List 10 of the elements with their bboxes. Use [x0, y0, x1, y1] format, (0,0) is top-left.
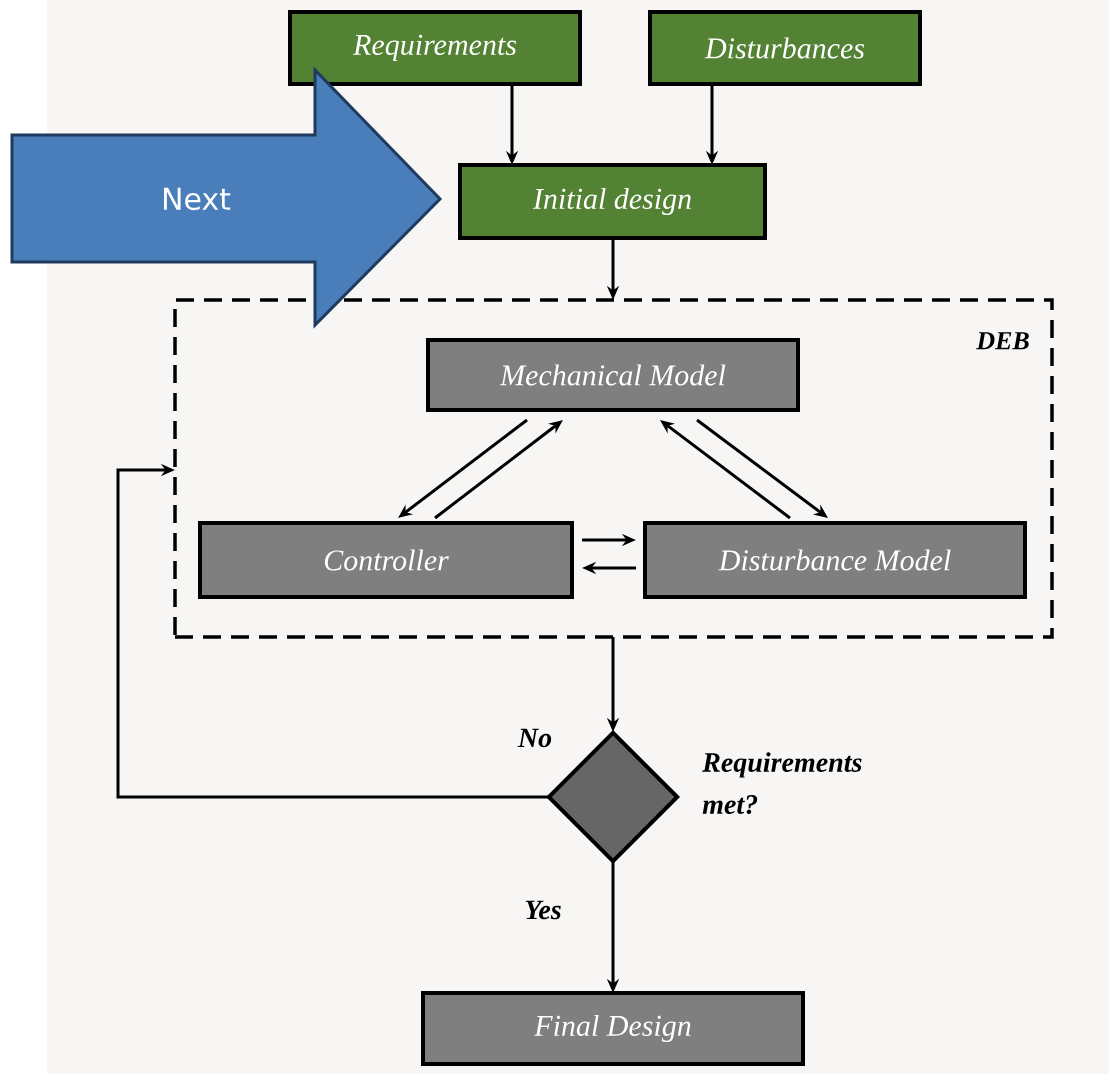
process-box: Requirements: [288, 10, 582, 86]
question-label: Requirements met?: [702, 752, 862, 814]
arrow: [116, 463, 548, 799]
process-box: Controller: [198, 521, 574, 599]
process-box: Final Design: [421, 991, 805, 1066]
process-box: Initial design: [458, 163, 767, 240]
process-box: Disturbance Model: [643, 521, 1027, 599]
process-box: Mechanical Model: [426, 338, 800, 412]
process-box: Disturbances: [648, 10, 922, 86]
edge-label: Yes: [523, 899, 563, 921]
